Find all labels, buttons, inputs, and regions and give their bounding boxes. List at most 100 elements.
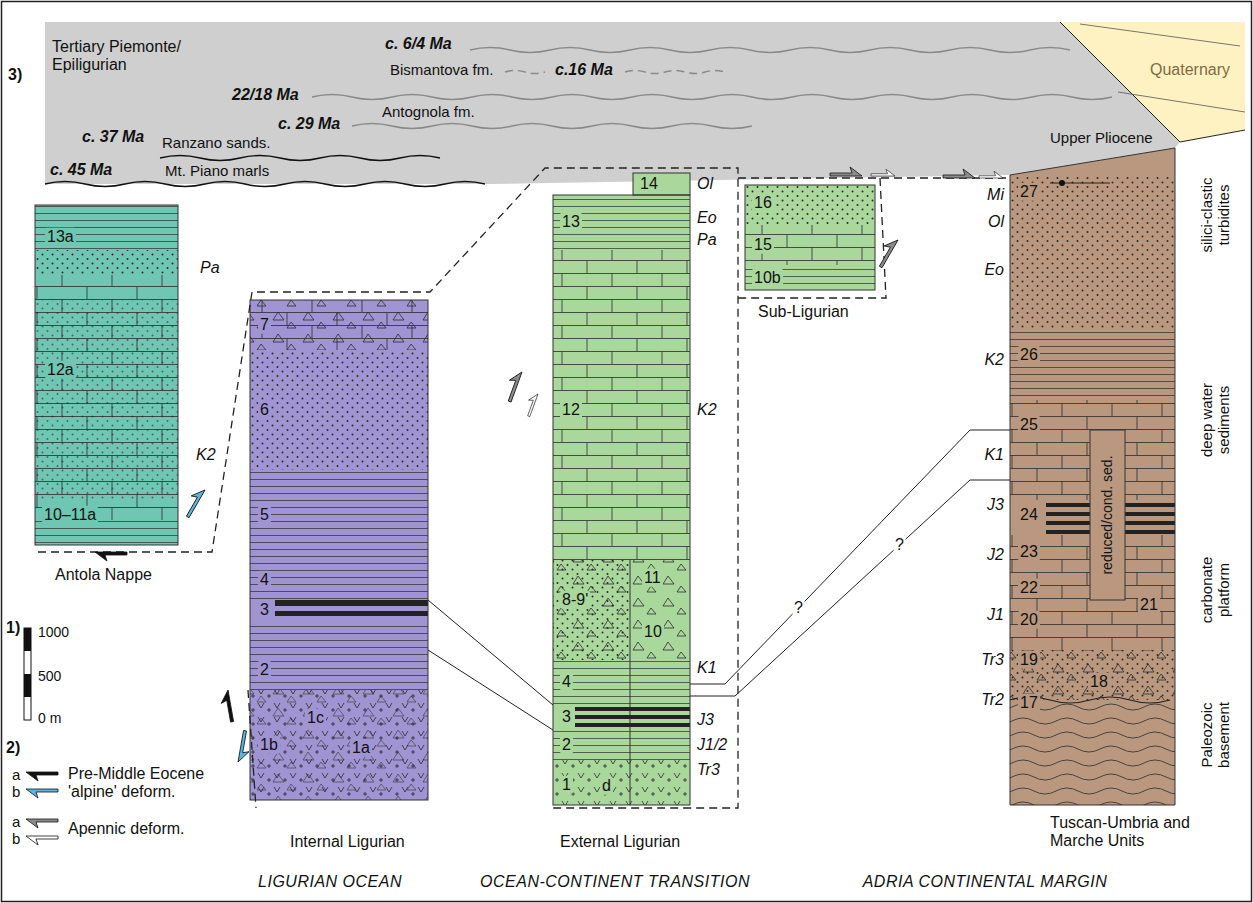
tuscan-column-fill (1010, 703, 1175, 805)
thrust-arrow (181, 486, 205, 518)
legend-arrow (26, 836, 58, 845)
tertiary-cover (45, 182, 485, 187)
unit-note: reduced/cond. sed. (1099, 453, 1115, 576)
age-label: Eo (984, 261, 1004, 279)
unit-number: 10–11a (42, 506, 98, 524)
age-marker: 22/18 Ma (232, 86, 299, 104)
external-ligurian-fill (553, 560, 690, 660)
unit-number: 18 (1088, 673, 1110, 691)
facies-label: silici-clastic turbidites (1198, 165, 1233, 265)
column-name: Antola Nappe (55, 566, 152, 584)
quaternary-wedge (1060, 22, 1245, 142)
thrust-arrow (523, 392, 538, 417)
sub-ligurian-fill (745, 265, 875, 290)
stratigraphic-column: External Ligurian141312118-9'104321d (553, 195, 690, 805)
external-ligurian-fill (553, 760, 690, 805)
unit-number: 3 (560, 708, 573, 726)
unit-number: 21 (1138, 596, 1160, 614)
stratigraphic-column: Antola Nappe13a12a10–11a (35, 205, 178, 545)
age-label: Ol (988, 213, 1004, 231)
thrust-arrow (943, 169, 975, 178)
internal-ligurian-fill (250, 350, 428, 470)
age-label: Ol (697, 175, 713, 193)
tuscan-column-fill (1010, 148, 1175, 805)
unit-number: 23 (1018, 543, 1040, 561)
antola-column-fill (35, 205, 178, 250)
thrust-arrow (874, 236, 898, 268)
thrust-arrow (871, 169, 895, 176)
age-label: J3 (697, 711, 714, 729)
unit-number: 2 (258, 661, 271, 679)
panel-number: 2) (6, 739, 20, 757)
antola-column-fill (35, 275, 178, 520)
scale-bar (24, 628, 31, 720)
external-ligurian-fill (553, 250, 690, 560)
internal-ligurian-fill (250, 620, 428, 690)
unit-number: 24 (1018, 506, 1040, 524)
age-label: Tr3 (697, 761, 720, 779)
antola-column-fill (35, 205, 178, 545)
age-label: Tr3 (981, 651, 1004, 669)
internal-ligurian-fill (250, 300, 428, 800)
unit-number: 22 (1018, 579, 1040, 597)
age-label: J1/2 (697, 736, 727, 754)
tuscan-column-fill (1059, 180, 1065, 186)
legend-key: b (12, 830, 20, 847)
thrust-arrow (95, 552, 127, 561)
scale-value: 1000 (38, 624, 69, 640)
facies-label: Paleozoic basement (1198, 685, 1233, 785)
internal-ligurian-fill (250, 470, 428, 600)
column-name: External Ligurian (560, 833, 680, 851)
unit-number: 1a (350, 739, 372, 757)
tuscan-column-fill (1010, 148, 1175, 805)
unit-number: 2 (560, 736, 573, 754)
age-marker: c. 37 Ma (82, 128, 144, 146)
thrust-arrow (95, 167, 1003, 764)
formation-name: Ranzano sands. (162, 134, 270, 151)
unit-number: 14 (638, 175, 660, 193)
unit-number: 10 (642, 623, 664, 641)
internal-ligurian-fill (250, 300, 428, 350)
age-marker: c. 45 Ma (50, 161, 112, 179)
domain-caption: ADRIA CONTINENTAL MARGIN (863, 873, 1108, 891)
sub-ligurian-fill (745, 185, 875, 225)
age-label: Tr2 (981, 691, 1004, 709)
age-label: J1 (987, 606, 1004, 624)
age-label: Pa (200, 259, 220, 277)
external-ligurian-fill (575, 707, 690, 711)
thrust-outline (38, 168, 738, 808)
column-name: Internal Ligurian (290, 833, 405, 851)
tertiary-cover (352, 124, 752, 129)
internal-ligurian-fill (250, 300, 428, 350)
age-label: K1 (984, 446, 1004, 464)
tuscan-column-fill (1010, 148, 1175, 805)
legend-key: b (12, 783, 20, 800)
unit-number: 7 (258, 316, 271, 334)
scale-bar (24, 674, 31, 697)
formation-name: Mt. Piano marls (165, 162, 269, 179)
correlation-line (690, 430, 1010, 684)
unit-title: Tertiary Piemonte/ Epiligurian (52, 38, 207, 75)
panel-number: 1) (6, 619, 20, 637)
correlation-line (690, 480, 1010, 696)
legend-key: a (12, 766, 20, 783)
thrust-outline (738, 178, 1010, 298)
unit-number: 5 (258, 506, 271, 524)
thrust-arrow (219, 690, 233, 723)
thrust-outline (248, 690, 256, 808)
quaternary-wedge (1060, 22, 1245, 142)
internal-ligurian-fill (250, 690, 428, 800)
unit-number: 12 (560, 401, 582, 419)
scale-bar (24, 628, 31, 651)
legend-text: Apennic deform. (68, 820, 185, 838)
antola-column-fill (35, 205, 178, 545)
thrust-arrow (503, 369, 522, 402)
thrust-arrow (830, 167, 862, 176)
tertiary-cover (45, 22, 1180, 187)
unit-number: 10b (752, 269, 783, 287)
age-label: K2 (984, 351, 1004, 369)
unit-number: 4 (560, 673, 573, 691)
column-name: Sub-Ligurian (758, 303, 849, 321)
quaternary-wedge (1060, 22, 1245, 142)
